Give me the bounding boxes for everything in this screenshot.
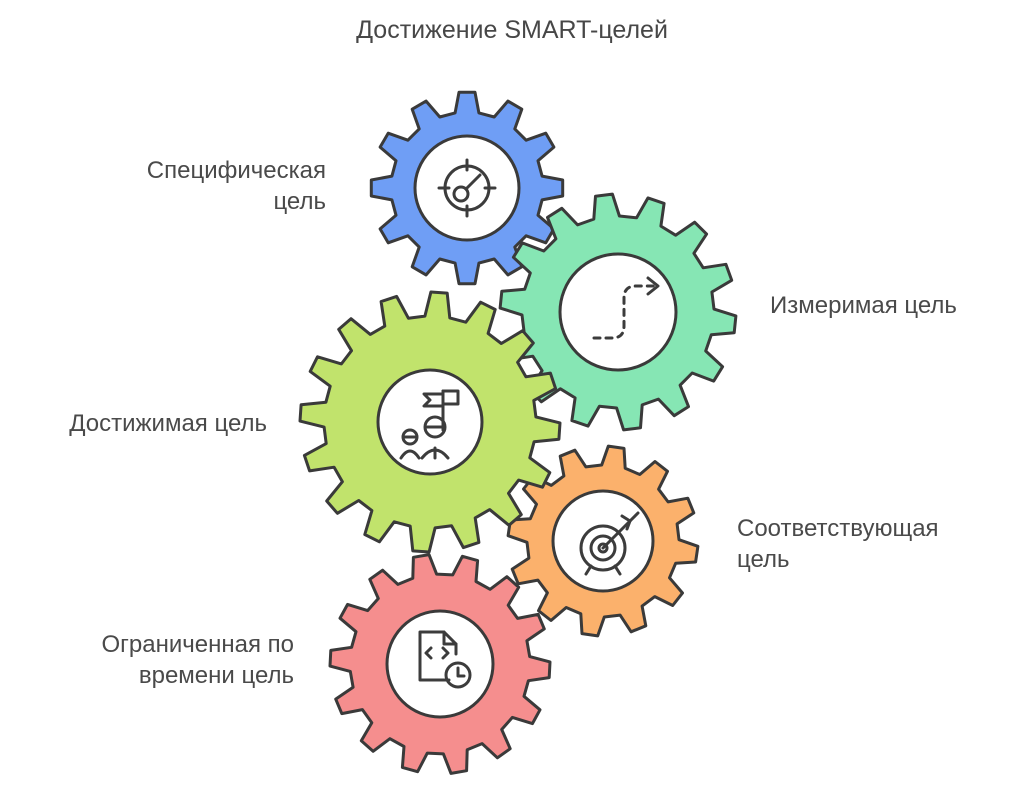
gear-achievable xyxy=(298,290,562,554)
dartboard-icon xyxy=(579,511,640,576)
document-clock-icon xyxy=(418,630,472,689)
label-measurable: Измеримая цель xyxy=(770,292,957,319)
team-flag-icon xyxy=(399,389,460,460)
label-relevant: Соответствующая цель xyxy=(737,515,939,573)
gear-relevant xyxy=(506,444,700,638)
gear-measurable xyxy=(498,192,738,432)
gear-hub-measurable xyxy=(558,252,678,372)
diagram-title: Достижение SMART-целей xyxy=(356,16,668,44)
path-arrow-icon xyxy=(592,276,660,340)
label-specific: Специфическая цель xyxy=(146,157,326,215)
label-timebound: Ограниченная по времени цель xyxy=(101,631,295,689)
gear-hub-timebound xyxy=(385,609,495,719)
label-achievable: Достижимая цель xyxy=(69,410,267,437)
target-dial-icon xyxy=(437,158,497,218)
gear-hub-relevant xyxy=(551,489,655,593)
gear-hub-achievable xyxy=(376,368,484,476)
gear-timebound xyxy=(328,553,552,775)
